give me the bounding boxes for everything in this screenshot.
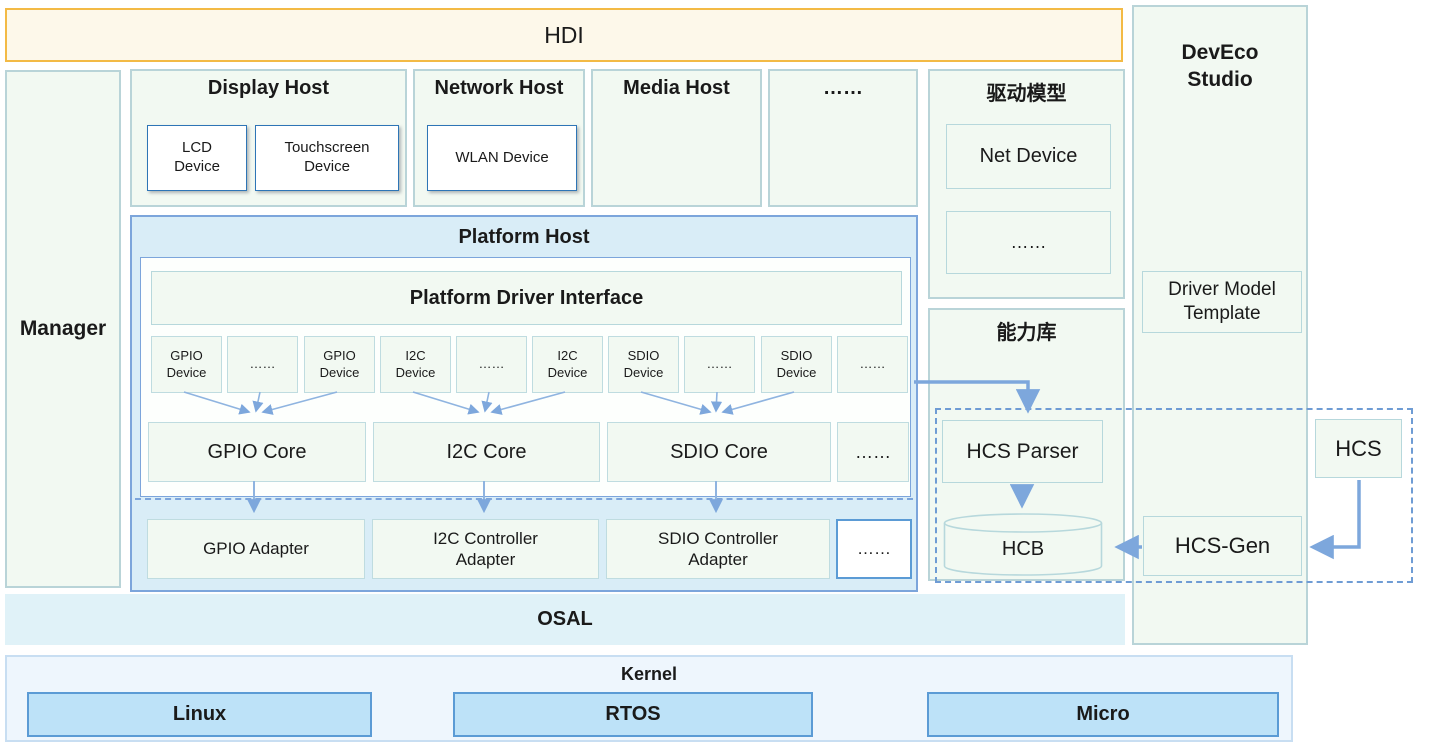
platform-dashed-separator (135, 498, 913, 500)
network-host-title: Network Host (434, 77, 564, 99)
hcs-parser-box: HCS Parser (942, 420, 1103, 483)
rtos-kernel-box: RTOS (453, 692, 813, 737)
gpio-core-box: GPIO Core (148, 422, 366, 482)
platform-host-title: Platform Host (458, 226, 590, 248)
gpio-device-box-1: GPIO Device (151, 336, 222, 393)
sdio-device-box-1: SDIO Device (608, 336, 679, 393)
network-host-box: Network Host WLAN Device (413, 69, 585, 207)
kernel-box: Kernel Linux RTOS Micro (5, 655, 1293, 742)
media-host-title: Media Host (623, 77, 730, 99)
manager-box: Manager (5, 70, 121, 588)
driver-model-box: 驱动模型 Net Device …… (928, 69, 1125, 299)
display-host-box: Display Host LCD Device Touchscreen Devi… (130, 69, 407, 207)
device-more-box-4: …… (837, 336, 908, 393)
hcs-toolchain-dashed-region (935, 408, 1413, 583)
core-more-box: …… (837, 422, 909, 482)
adapter-more-box: …… (836, 519, 912, 579)
gpio-device-box-2: GPIO Device (304, 336, 375, 393)
platform-host-box: Platform Host Platform Driver Interface … (130, 215, 918, 592)
hdi-banner: HDI (5, 8, 1123, 62)
i2c-device-box-1: I2C Device (380, 336, 451, 393)
device-more-box-1: …… (227, 336, 298, 393)
hcs-box: HCS (1315, 419, 1402, 478)
driver-model-more-box: …… (946, 211, 1111, 274)
manager-label: Manager (19, 317, 107, 340)
micro-kernel-box: Micro (927, 692, 1279, 737)
hcb-label: HCB (1001, 538, 1045, 560)
lcd-device-box: LCD Device (147, 125, 247, 191)
platform-driver-interface-box: Platform Driver Interface (151, 271, 902, 325)
deveco-studio-title: DevEco Studio (1181, 41, 1259, 92)
i2c-controller-adapter-box: I2C Controller Adapter (372, 519, 599, 579)
kernel-title: Kernel (620, 664, 678, 684)
media-host-box: Media Host (591, 69, 762, 207)
more-hosts-title: …… (823, 77, 863, 99)
more-hosts-box: …… (768, 69, 918, 207)
linux-kernel-box: Linux (27, 692, 372, 737)
wlan-device-box: WLAN Device (427, 125, 577, 191)
hcs-gen-box: HCS-Gen (1143, 516, 1302, 576)
net-device-box: Net Device (946, 124, 1111, 189)
driver-model-template-box: Driver Model Template (1142, 271, 1302, 333)
hcb-database-cylinder: HCB (943, 512, 1103, 578)
gpio-adapter-box: GPIO Adapter (147, 519, 365, 579)
touchscreen-device-box: Touchscreen Device (255, 125, 399, 191)
i2c-device-box-2: I2C Device (532, 336, 603, 393)
sdio-core-box: SDIO Core (607, 422, 831, 482)
i2c-core-box: I2C Core (373, 422, 600, 482)
sdio-device-box-2: SDIO Device (761, 336, 832, 393)
osal-bar: OSAL (5, 594, 1125, 645)
driver-model-title: 驱动模型 (986, 83, 1067, 105)
platform-inner-box: Platform Driver Interface GPIO Device ……… (140, 257, 911, 497)
capability-library-title: 能力库 (996, 322, 1057, 344)
device-more-box-3: …… (684, 336, 755, 393)
sdio-controller-adapter-box: SDIO Controller Adapter (606, 519, 830, 579)
display-host-title: Display Host (207, 77, 330, 99)
cylinder-shape-icon (943, 513, 1103, 576)
device-more-box-2: …… (456, 336, 527, 393)
hdi-label: HDI (544, 21, 584, 48)
